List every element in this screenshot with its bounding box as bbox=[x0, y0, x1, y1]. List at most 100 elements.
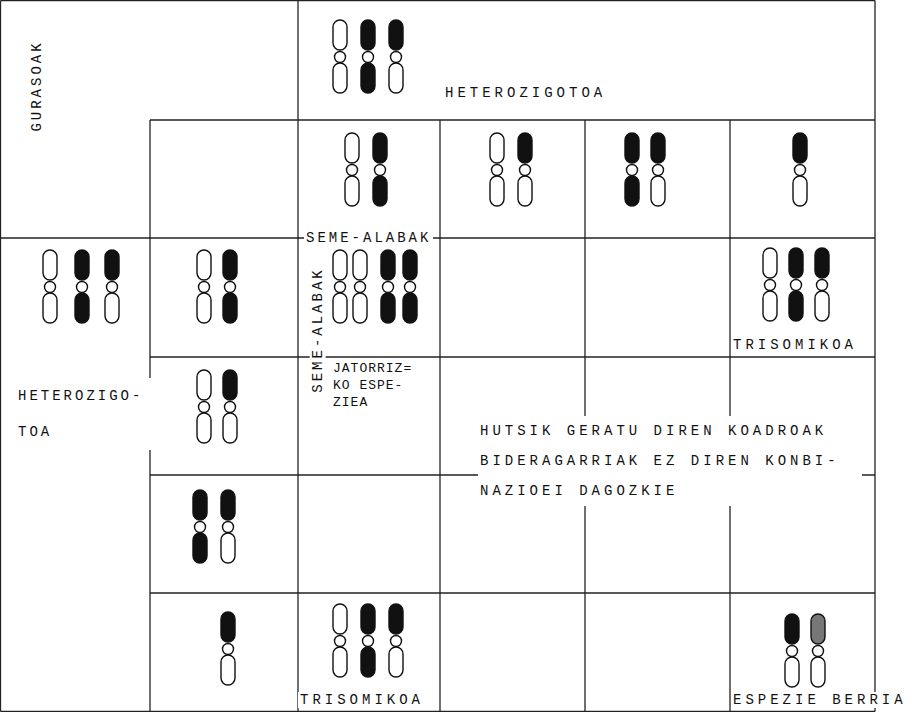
chromosome bbox=[221, 612, 235, 685]
chromosome bbox=[389, 20, 403, 93]
chromosome-arm bbox=[197, 250, 211, 280]
chromosome bbox=[361, 20, 375, 93]
centromere bbox=[199, 282, 210, 293]
centromere bbox=[225, 402, 236, 413]
centromere bbox=[347, 165, 358, 176]
chromosome-arm bbox=[785, 657, 799, 687]
chromosome-arm bbox=[43, 250, 57, 280]
chromosome-arm bbox=[490, 176, 504, 206]
grid-line bbox=[150, 356, 875, 357]
chromosome-arm bbox=[361, 20, 375, 50]
chromosome bbox=[223, 370, 237, 443]
chromosome-arm bbox=[197, 293, 211, 323]
grid-line bbox=[0, 1, 1, 712]
chromosome-arm bbox=[811, 657, 825, 687]
chromosome-arm bbox=[389, 604, 403, 634]
chromosome-arm bbox=[785, 614, 799, 644]
chromosome bbox=[353, 250, 367, 323]
chromosome-arm bbox=[361, 63, 375, 93]
centromere bbox=[45, 282, 56, 293]
chromosome-arm bbox=[75, 293, 89, 323]
chromosome-arm bbox=[490, 133, 504, 163]
chromosome-arm bbox=[221, 655, 235, 685]
note: HUTSIK GERATU DIREN KOADROAK BIDERAGARRI… bbox=[478, 416, 862, 506]
centromere bbox=[195, 522, 206, 533]
centromere bbox=[817, 280, 828, 291]
cell-caption: TRISOMIKOA bbox=[731, 337, 859, 353]
chromosome bbox=[105, 250, 119, 323]
chromosome-arm bbox=[75, 250, 89, 280]
chromosome-arm bbox=[223, 413, 237, 443]
chromosome-arm bbox=[763, 248, 777, 278]
chromosome bbox=[223, 250, 237, 323]
centromere bbox=[335, 636, 346, 647]
chromosome-arm bbox=[221, 612, 235, 642]
table-grid bbox=[1, 1, 876, 712]
chromosome-arm bbox=[815, 291, 829, 321]
chromosome-arm bbox=[373, 133, 387, 163]
centromere bbox=[813, 646, 824, 657]
chromosome-arm bbox=[223, 293, 237, 323]
chromosome bbox=[43, 250, 57, 323]
chromosome-arm bbox=[389, 20, 403, 50]
axis-label: SEME-ALABAK bbox=[309, 265, 325, 394]
chromosome-arm bbox=[389, 647, 403, 677]
parent-caption: HETEROZIGOTOA bbox=[443, 85, 608, 101]
centromere bbox=[391, 636, 402, 647]
grid-line bbox=[150, 119, 875, 120]
chromosome-arm bbox=[763, 291, 777, 321]
chromosome bbox=[333, 250, 347, 323]
chromosome-arm bbox=[345, 133, 359, 163]
chromosome-arm bbox=[361, 604, 375, 634]
chromosome bbox=[389, 604, 403, 677]
chromosome bbox=[333, 20, 347, 93]
chromosome-arm bbox=[105, 250, 119, 280]
chromosome bbox=[333, 604, 347, 677]
parent-caption: HETEROZIGO- TOA bbox=[16, 378, 154, 450]
grid-line bbox=[1, 711, 876, 712]
chromosome bbox=[490, 133, 504, 206]
centromere bbox=[492, 165, 503, 176]
chromosome bbox=[518, 133, 532, 206]
chromosome bbox=[75, 250, 89, 323]
chromosome-arm bbox=[815, 248, 829, 278]
centromere bbox=[335, 282, 346, 293]
grid-line bbox=[874, 1, 875, 712]
chromosome-arm bbox=[793, 176, 807, 206]
chromosome-arm bbox=[333, 250, 347, 280]
grid-line bbox=[1, 237, 876, 238]
centromere bbox=[77, 282, 88, 293]
row-header: GURASOAK bbox=[28, 38, 44, 133]
chromosome-arm bbox=[403, 250, 417, 280]
chromosome-arm bbox=[381, 250, 395, 280]
chromosome-arm bbox=[353, 293, 367, 323]
chromosome-arm bbox=[223, 250, 237, 280]
chromosome-arm bbox=[651, 176, 665, 206]
chromosome bbox=[381, 250, 395, 323]
chromosome-arm bbox=[105, 293, 119, 323]
chromosome-arm bbox=[221, 490, 235, 520]
centromere bbox=[627, 165, 638, 176]
chromosome-set bbox=[43, 20, 829, 687]
centromere bbox=[335, 52, 346, 63]
chromosome-arm bbox=[373, 176, 387, 206]
cell-caption: JATORRIZ= KO ESPE- ZIEA bbox=[331, 360, 431, 411]
chromosome bbox=[763, 248, 777, 321]
centromere bbox=[653, 165, 664, 176]
chromosome-arm bbox=[793, 133, 807, 163]
centromere bbox=[791, 280, 802, 291]
centromere bbox=[199, 402, 210, 413]
chromosome-arm bbox=[651, 133, 665, 163]
chromosome-arm bbox=[193, 533, 207, 563]
chromosome-arm bbox=[43, 293, 57, 323]
chromosome-arm bbox=[197, 370, 211, 400]
grid-line bbox=[150, 592, 875, 593]
grid-line bbox=[439, 120, 440, 712]
chromosome-arm bbox=[333, 604, 347, 634]
chromosome bbox=[345, 133, 359, 206]
chromosome-arm bbox=[333, 647, 347, 677]
centromere bbox=[787, 646, 798, 657]
centromere bbox=[363, 636, 374, 647]
cell-caption: ESPEZIE BERRIA bbox=[731, 692, 909, 708]
